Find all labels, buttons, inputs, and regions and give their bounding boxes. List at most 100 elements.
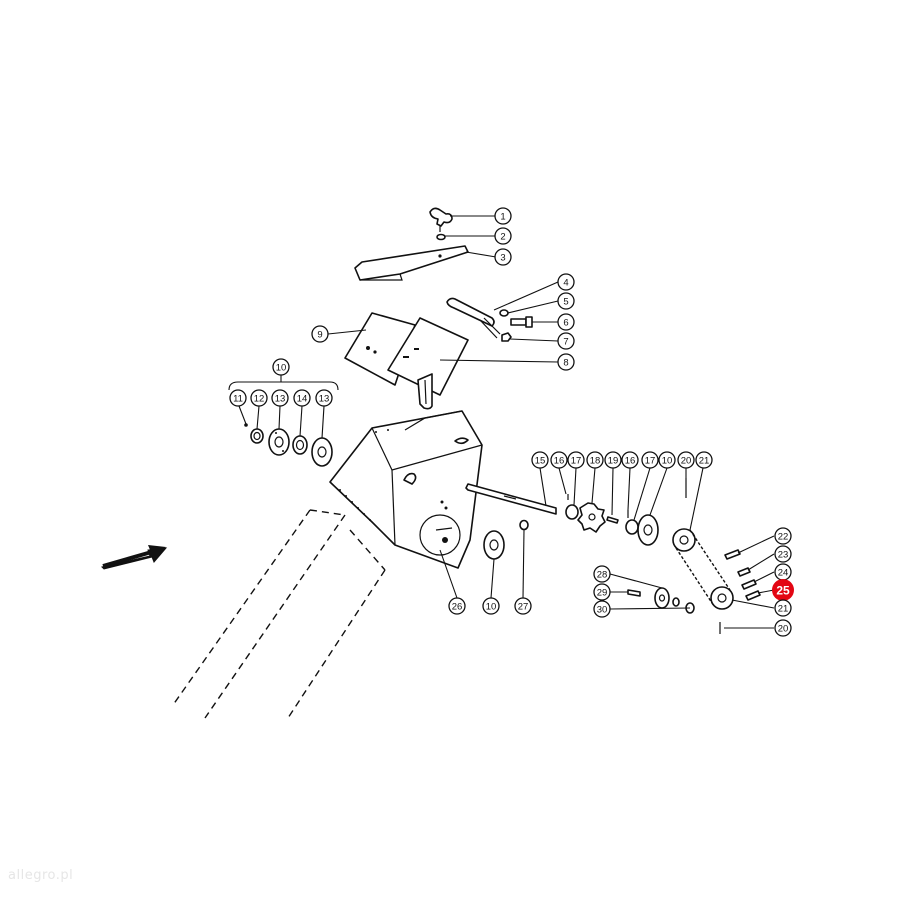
callout-30: 30 [593,600,611,618]
part-30-washer [672,597,680,607]
callout-9: 9 [311,325,329,343]
chain [675,529,731,607]
callout-11: 11 [229,389,247,407]
dashed-frame-outline [172,509,386,719]
svg-text:3: 3 [500,253,505,264]
part-8-cover-plate [387,317,469,410]
part-10-flange-right [637,514,659,546]
svg-text:11: 11 [233,394,243,405]
svg-text:20: 20 [681,456,692,467]
main-gearbox-housing [329,410,483,569]
callout-14: 14 [293,389,311,407]
svg-text:14: 14 [297,394,308,405]
part-10-flange-bearing [483,530,505,560]
part-22-link [724,549,741,560]
svg-text:16: 16 [554,456,565,467]
svg-text:20: 20 [778,624,789,635]
svg-text:25: 25 [776,584,790,598]
callout-17-a: 17 [567,451,585,469]
part-4-rod [446,297,501,339]
callout-18: 18 [586,451,604,469]
svg-text:16: 16 [625,456,636,467]
svg-text:8: 8 [563,358,568,369]
svg-text:28: 28 [597,570,608,581]
callout-28: 28 [593,565,611,583]
svg-text:12: 12 [254,394,265,405]
svg-text:10: 10 [276,363,287,374]
callout-10-bottom: 10 [482,597,500,615]
callout-13-a: 13 [271,389,289,407]
part-21-sprocket-top [672,528,696,552]
leader-lines [228,215,775,629]
part-15-shaft [465,483,557,515]
svg-text:2: 2 [500,232,505,243]
svg-text:24: 24 [778,568,789,579]
callout-22: 22 [774,527,792,545]
callout-29: 29 [593,583,611,601]
callout-16-a: 16 [550,451,568,469]
svg-text:1: 1 [500,212,505,223]
callout-1: 1 [494,207,512,225]
callout-26: 26 [448,597,466,615]
part-29-bolt [627,589,641,597]
svg-text:17: 17 [571,456,582,467]
callout-6: 6 [557,313,575,331]
part-11-ball [244,423,248,427]
svg-text:27: 27 [518,602,529,613]
callout-7: 7 [557,332,575,350]
part-13-flange-b [311,437,333,467]
svg-text:5: 5 [563,297,568,308]
svg-text:22: 22 [778,532,789,543]
part-18-sprocket-star [577,502,606,533]
svg-text:19: 19 [608,456,619,467]
part-21-sprocket-bottom [710,586,734,610]
part-14-bearing [292,435,308,455]
part-3-bracket-plate [354,245,469,281]
callout-15: 15 [531,451,549,469]
part-5-washer [499,309,509,317]
svg-text:10: 10 [486,602,497,613]
svg-text:26: 26 [452,602,463,613]
watermark-text: allegro.pl [8,868,74,883]
svg-text:15: 15 [535,456,546,467]
svg-text:13: 13 [275,394,286,405]
svg-text:21: 21 [778,604,789,615]
callout-25-highlighted[interactable]: 25 [772,579,794,601]
part-6-bolt [510,316,533,328]
svg-text:21: 21 [699,456,710,467]
svg-text:9: 9 [317,330,322,341]
callout-3: 3 [494,248,512,266]
callout-16-b: 16 [621,451,639,469]
svg-text:17: 17 [645,456,656,467]
callout-8: 8 [557,353,575,371]
direction-arrow [101,545,168,570]
part-23-link [737,567,751,577]
part-13-flange [268,428,290,456]
part-1-wing-knob [429,207,453,241]
part-17-bushing [565,504,579,520]
callout-20-top: 20 [677,451,695,469]
callout-5: 5 [557,292,575,310]
svg-text:13: 13 [319,394,330,405]
part-24-link [741,579,757,590]
callout-4: 4 [557,273,575,291]
callout-27: 27 [514,597,532,615]
callout-23: 23 [774,545,792,563]
part-17-bushing-b [625,519,639,535]
callout-19: 19 [604,451,622,469]
part-19-key [606,516,619,524]
svg-text:6: 6 [563,318,568,329]
callout-13-b: 13 [315,389,333,407]
callout-24: 24 [774,563,792,581]
callout-17-b: 17 [641,451,659,469]
part-7-nut [501,332,512,342]
part-25-link [745,590,761,601]
svg-text:18: 18 [590,456,601,467]
svg-text:30: 30 [597,605,608,616]
callout-21-bottom: 21 [774,599,792,617]
callout-2: 2 [494,227,512,245]
part-27-nut [519,519,529,531]
callout-12: 12 [250,389,268,407]
svg-text:29: 29 [597,588,608,599]
